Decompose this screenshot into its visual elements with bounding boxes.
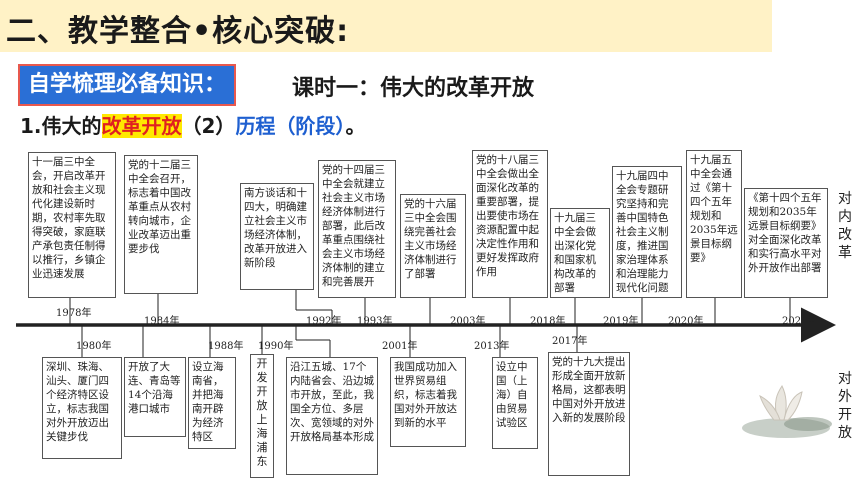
point-stage: 历程（阶段） bbox=[235, 114, 346, 138]
event-2019-nineteenth-fourth-plenum: 十九届四中全会专题研究坚持和完善中国特色社会主义制度，推进国家治理体系和治理能力… bbox=[612, 166, 682, 298]
event-1993-fourteenth-third-plenum: 党的十四届三中全会就建立社会主义市场经济体制进行部署，此后改革重点围绕社会主义市… bbox=[318, 160, 396, 298]
year-1990: 1990年 bbox=[258, 341, 294, 352]
year-2013: 2013年 bbox=[474, 341, 510, 352]
event-1984-coastal-cities: 开放了大连、青岛等14个沿海港口城市 bbox=[124, 357, 186, 437]
header-title: 二、教学整合•核心突破: bbox=[6, 14, 350, 49]
year-1978: 1978年 bbox=[56, 308, 92, 319]
event-2020-nineteenth-fifth-plenum: 十九届五中全会通过《第十四个五年规划和2035年远景目标纲要》 bbox=[686, 150, 742, 298]
event-1992-southern-tour: 南方谈话和十四大，明确建立社会主义市场经济体制，改革开放进入新阶段 bbox=[240, 183, 314, 290]
event-1980-special-zones: 深圳、珠海、汕头、厦门四个经济特区设立，标志我国对外开放迈出关键步伐 bbox=[42, 357, 122, 459]
point-end: 。 bbox=[345, 114, 366, 138]
year-2017: 2017年 bbox=[552, 336, 588, 347]
event-1984-twelfth-third-plenum: 党的十二届三中全会召开，标志着中国改革重点从农村转向城市，企业改革迈出重要步伐 bbox=[124, 155, 198, 294]
lotus-decoration-icon bbox=[742, 385, 832, 438]
year-2018: 2018年 bbox=[530, 316, 566, 327]
event-1988-hainan: 设立海南省，并把海南开辟为经济特区 bbox=[188, 357, 236, 449]
year-1988: 1988年 bbox=[208, 341, 244, 352]
study-badge: 自学梳理必备知识： bbox=[18, 64, 237, 106]
year-1992: 1992年 bbox=[306, 316, 342, 327]
lesson-title: 课时一：伟大的改革开放 bbox=[292, 76, 535, 101]
event-1978-third-plenum: 十一届三中全会，开启改革开放和社会主义现代化建设新时期，农村率先取得突破，家庭联… bbox=[28, 152, 116, 298]
point-highlight: 改革开放 bbox=[101, 114, 182, 138]
year-2001: 2001年 bbox=[382, 341, 418, 352]
event-2001-wto: 我国成功加入世界贸易组织，标志着我国对外开放达到新的水平 bbox=[390, 357, 466, 447]
year-2003: 2003年 bbox=[450, 316, 486, 327]
year-1980: 1980年 bbox=[76, 341, 112, 352]
event-2021-fourteenth-plan: 《第十四个五年规划和2035年远景目标纲要》对全面深化改革和实行高水平对外开放作… bbox=[744, 188, 828, 298]
point-mid: （2） bbox=[181, 114, 236, 138]
event-2018-nineteenth-third-plenum: 十九届三中全会做出深化党和国家机构改革的部署 bbox=[550, 208, 610, 298]
event-2017-nineteenth-congress: 党的十九大提出形成全面开放新格局，这都表明中国对外开放进入新的发展阶段 bbox=[548, 352, 630, 476]
label-domestic-reform: 对内改革 bbox=[838, 191, 852, 261]
year-2020: 2020年 bbox=[668, 316, 704, 327]
point-heading: 1.伟大的改革开放（2）历程（阶段）。 bbox=[20, 110, 365, 139]
header-banner: 二、教学整合•核心突破: bbox=[0, 0, 772, 52]
year-2021: 2021年 bbox=[782, 316, 818, 327]
point-prefix: 1.伟大的 bbox=[20, 114, 102, 138]
event-1990-pudong: 开发开放上海浦东 bbox=[250, 354, 274, 478]
label-opening-up: 对外开放 bbox=[838, 371, 852, 441]
year-2019: 2019年 bbox=[603, 316, 639, 327]
year-1984: 1984年 bbox=[144, 316, 180, 327]
event-2003-sixteenth-third-plenum: 党的十六届三中全会围绕完善社会主义市场经济体制进行了部署 bbox=[400, 194, 466, 298]
event-1992-all-round-opening: 沿江五城、17个内陆省会、沿边城市开放，至此，我国全方位、多层次、宽领域的对外开… bbox=[286, 357, 378, 475]
event-2013-eighteenth-third-plenum: 党的十八届三中全会做出全面深化改革的重要部署，提出要使市场在资源配置中起决定性作… bbox=[472, 150, 548, 298]
event-2013-shanghai-ftz: 设立中国（上海）自由贸易试验区 bbox=[492, 357, 538, 449]
year-1993: 1993年 bbox=[357, 316, 393, 327]
